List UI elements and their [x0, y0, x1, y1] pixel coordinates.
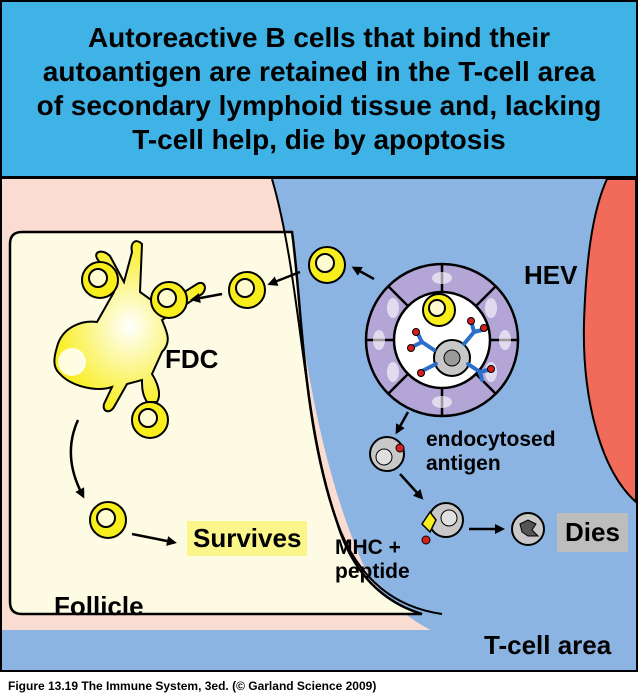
arrow-hev-to-endocytosed	[395, 411, 410, 435]
arrow-fdc-to-survivor	[69, 419, 85, 499]
apoptotic-cell	[511, 512, 545, 546]
arrow-endocytosed-to-mhc	[399, 473, 424, 500]
blood-vessel	[582, 179, 636, 504]
arrow-migrate-1	[267, 270, 301, 286]
label-follicle: Follicle	[54, 591, 144, 621]
figure-title: Autoreactive B cells that bind their aut…	[36, 22, 602, 155]
label-fdc: FDC	[165, 344, 219, 374]
autoantigen-dots	[407, 317, 495, 377]
pathway-arrows	[69, 266, 505, 546]
b-cell-survivor	[89, 501, 127, 539]
arrow-survives	[131, 532, 177, 546]
label-t-cell-area: T-cell area	[484, 630, 612, 660]
label-hev: HEV	[524, 260, 578, 290]
figure-frame: Autoreactive B cells that bind their aut…	[0, 0, 638, 672]
b-cell-endocytosed-antigen	[369, 436, 405, 472]
label-survives: Survives	[187, 521, 308, 556]
arrow-from-hev	[351, 266, 375, 281]
b-cell-receptors	[412, 322, 490, 382]
hev-vessel	[364, 262, 520, 418]
title-panel: Autoreactive B cells that bind their aut…	[2, 2, 636, 179]
b-cell-migrating-1	[228, 271, 266, 309]
figure-caption: Figure 13.19 The Immune System, 3ed. (© …	[8, 679, 377, 693]
arrow-migrate-2	[190, 292, 223, 304]
diagram-canvas	[2, 179, 636, 670]
b-cell-mhc-peptide	[421, 502, 464, 545]
b-cell-fdc-mid	[150, 281, 188, 319]
label-endocytosed-antigen: endocytosed antigen	[426, 428, 556, 475]
t-cell-area-bottom	[2, 630, 636, 670]
tissue-boundary	[271, 179, 443, 615]
label-mhc-peptide: MHC + peptide	[335, 536, 410, 583]
b-cell-fdc-top	[81, 261, 119, 299]
label-dies: Dies	[557, 513, 628, 552]
b-cell-migrating-2	[308, 246, 346, 284]
b-cell-fdc-bottom	[131, 401, 169, 439]
